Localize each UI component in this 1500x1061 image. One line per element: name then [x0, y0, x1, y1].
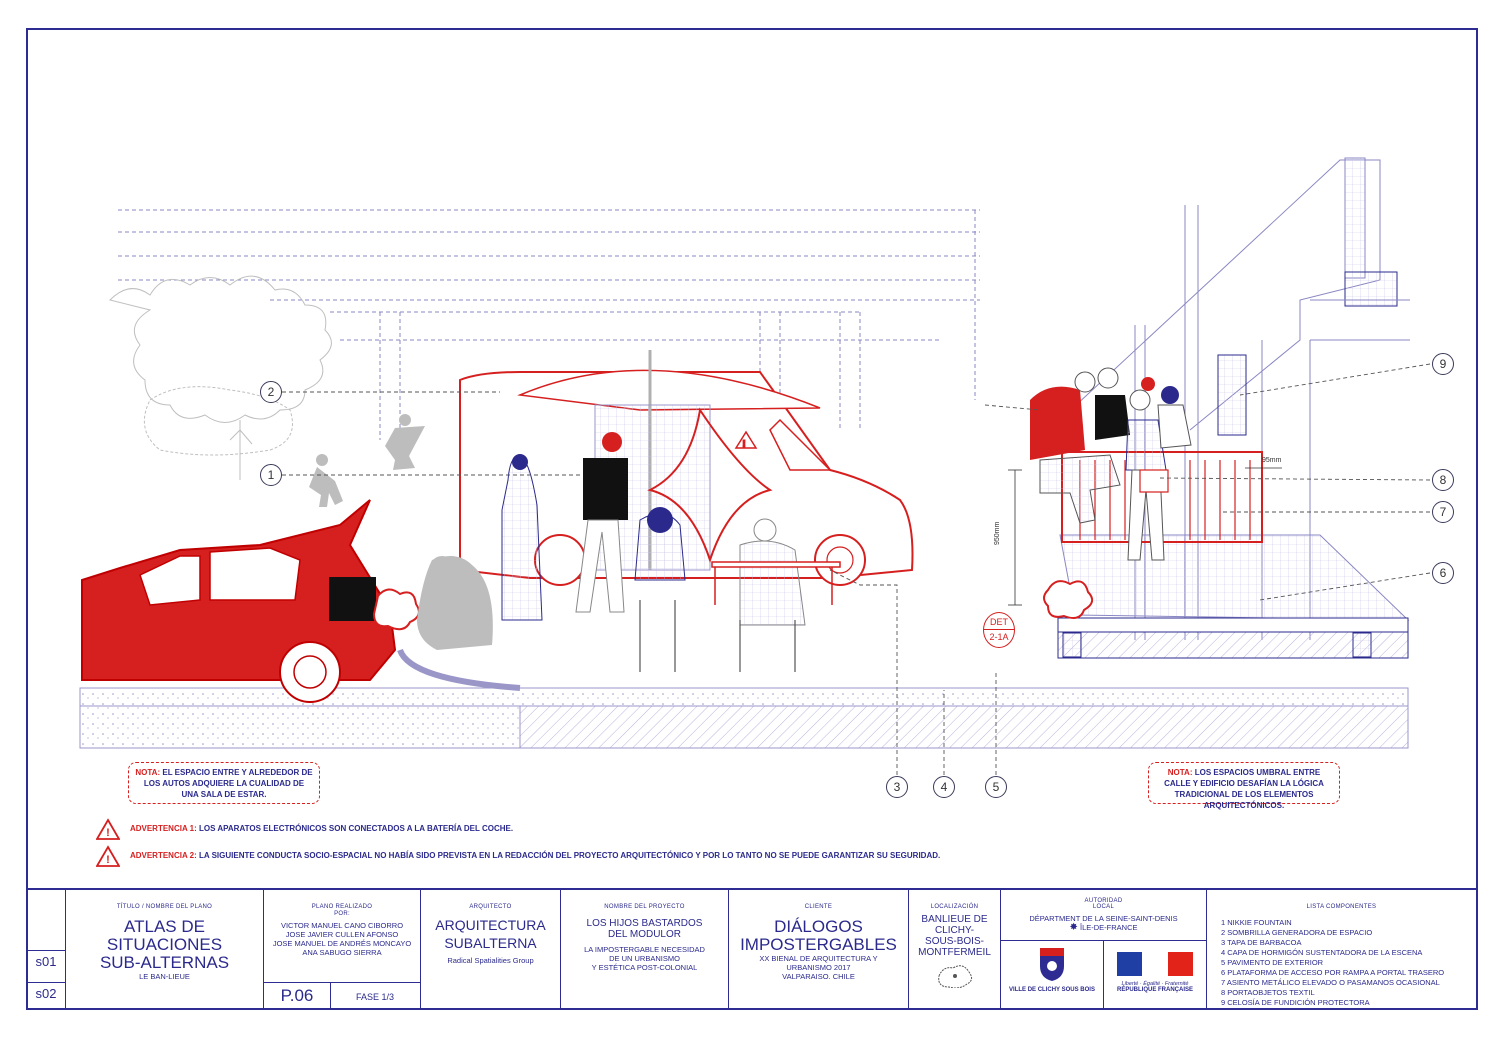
title-block: s01 s02 TÍTULO / NOMBRE DEL PLANO ATLAS … — [26, 888, 1478, 1010]
dimension-lines — [1008, 467, 1282, 606]
svg-text:!: ! — [106, 827, 110, 839]
note-left: NOTA: EL ESPACIO ENTRE Y ALREDEDOR DE LO… — [128, 762, 320, 804]
list-item: 8 PORTAOBJETOS TEXTIL — [1221, 988, 1315, 997]
components-list-cell: LISTA COMPONENTES 1 NIKKIE FOUNTAIN 2 SO… — [1207, 890, 1476, 1010]
callout-5: 5 — [985, 776, 1007, 798]
list-item: 6 PLATAFORMA DE ACCESO POR RAMPA A PORTA… — [1221, 968, 1445, 977]
location-cell: LOCALIZACIÓN BANLIEUE DE CLICHY- SOUS-BO… — [909, 890, 1001, 1010]
plate-number: P.06 — [280, 986, 314, 1005]
callout-8: 8 — [1432, 469, 1454, 491]
dimension-rail-height: 950mm — [994, 521, 1001, 545]
list-item: 7 ASIENTO METÁLICO ELEVADO O PASAMANOS O… — [1221, 978, 1440, 987]
sheet-index: s01 s02 — [26, 890, 66, 1010]
authority-cell: AUTORIDAD LOCAL DÉPARTMENT DE LA SEINE-S… — [1001, 890, 1207, 1010]
sun-icon: ✸ — [1069, 922, 1078, 933]
list-item: 3 TAPA DE BARBACOA — [1221, 938, 1302, 947]
list-item: 5 PAVIMENTO DE EXTERIOR — [1221, 958, 1324, 967]
list-item: 4 CAPA DE HORMIGÓN SUSTENTADORA DE LA ES… — [1221, 948, 1423, 957]
people-on-railing — [1030, 367, 1192, 561]
detail-reference: DET 2-1A — [983, 612, 1015, 648]
client-cell: CLIENTE DIÁLOGOS IMPOSTERGABLES XX BIENA… — [729, 890, 909, 1010]
sheet-frame — [26, 28, 1478, 1010]
callout-7: 7 — [1432, 501, 1454, 523]
sheet-s01: s01 — [35, 954, 57, 969]
republique-logo: Liberté · Égalité · Fraternité RÉPUBLIQU… — [1105, 952, 1205, 993]
list-item: 9 CELOSÍA DE FUNDICIÓN PROTECTORA — [1221, 998, 1370, 1007]
background-building-outline — [118, 209, 980, 440]
svg-text:!: ! — [743, 439, 746, 449]
location-map-icon — [937, 965, 972, 989]
architect-cell: ARQUITECTO ARQUITECTURA SUBALTERNA Radic… — [421, 890, 561, 1010]
svg-text:!: ! — [106, 854, 110, 866]
note-right: NOTA: LOS ESPACIOS UMBRAL ENTRE CALLE Y … — [1148, 762, 1340, 810]
list-item: 2 SOMBRILLA GENERADORA DE ESPACIO — [1221, 928, 1373, 937]
sheet-s02: s02 — [35, 986, 57, 1001]
warning-2: ! ADVERTENCIA 2: LA SIGUIENTE CONDUCTA S… — [95, 845, 940, 867]
warning-icon: ! — [95, 818, 121, 840]
clichy-logo: VILLE DE CLICHY SOUS BOIS — [1001, 946, 1103, 993]
access-platform — [1043, 451, 1410, 659]
pavement-section — [519, 705, 1409, 749]
red-car — [81, 499, 420, 703]
callout-3: 3 — [886, 776, 908, 798]
callout-2: 2 — [260, 381, 282, 403]
project-cell: NOMBRE DEL PROYECTO LOS HIJOS BASTARDOS … — [561, 890, 729, 1010]
people-silhouettes — [309, 414, 841, 672]
callout-9: 9 — [1432, 353, 1454, 375]
section-drawing: ! — [79, 157, 1431, 775]
tree-sketch — [109, 275, 332, 480]
road-section — [79, 705, 521, 749]
plan-title-cell: TÍTULO / NOMBRE DEL PLANO ATLAS DE SITUA… — [66, 890, 264, 1010]
callout-4: 4 — [933, 776, 955, 798]
phase-label: FASE 1/3 — [355, 992, 395, 1002]
list-item: 1 NIKKIE FOUNTAIN — [1221, 918, 1292, 927]
leader-lines — [282, 363, 1431, 775]
callout-6: 6 — [1432, 562, 1454, 584]
shield-icon — [1040, 948, 1064, 981]
tricolor-flag-icon — [1117, 952, 1193, 976]
warning-1: ! ADVERTENCIA 1: LOS APARATOS ELECTRÓNIC… — [95, 818, 513, 840]
authors-cell: PLANO REALIZADO POR: VICTOR MANUEL CANO … — [264, 890, 421, 1010]
components-list: 1 NIKKIE FOUNTAIN 2 SOMBRILLA GENERADORA… — [1221, 918, 1476, 1008]
callout-1: 1 — [260, 464, 282, 486]
dimension-rail-gap: 95mm — [1262, 457, 1282, 464]
warning-icon: ! — [95, 845, 121, 867]
